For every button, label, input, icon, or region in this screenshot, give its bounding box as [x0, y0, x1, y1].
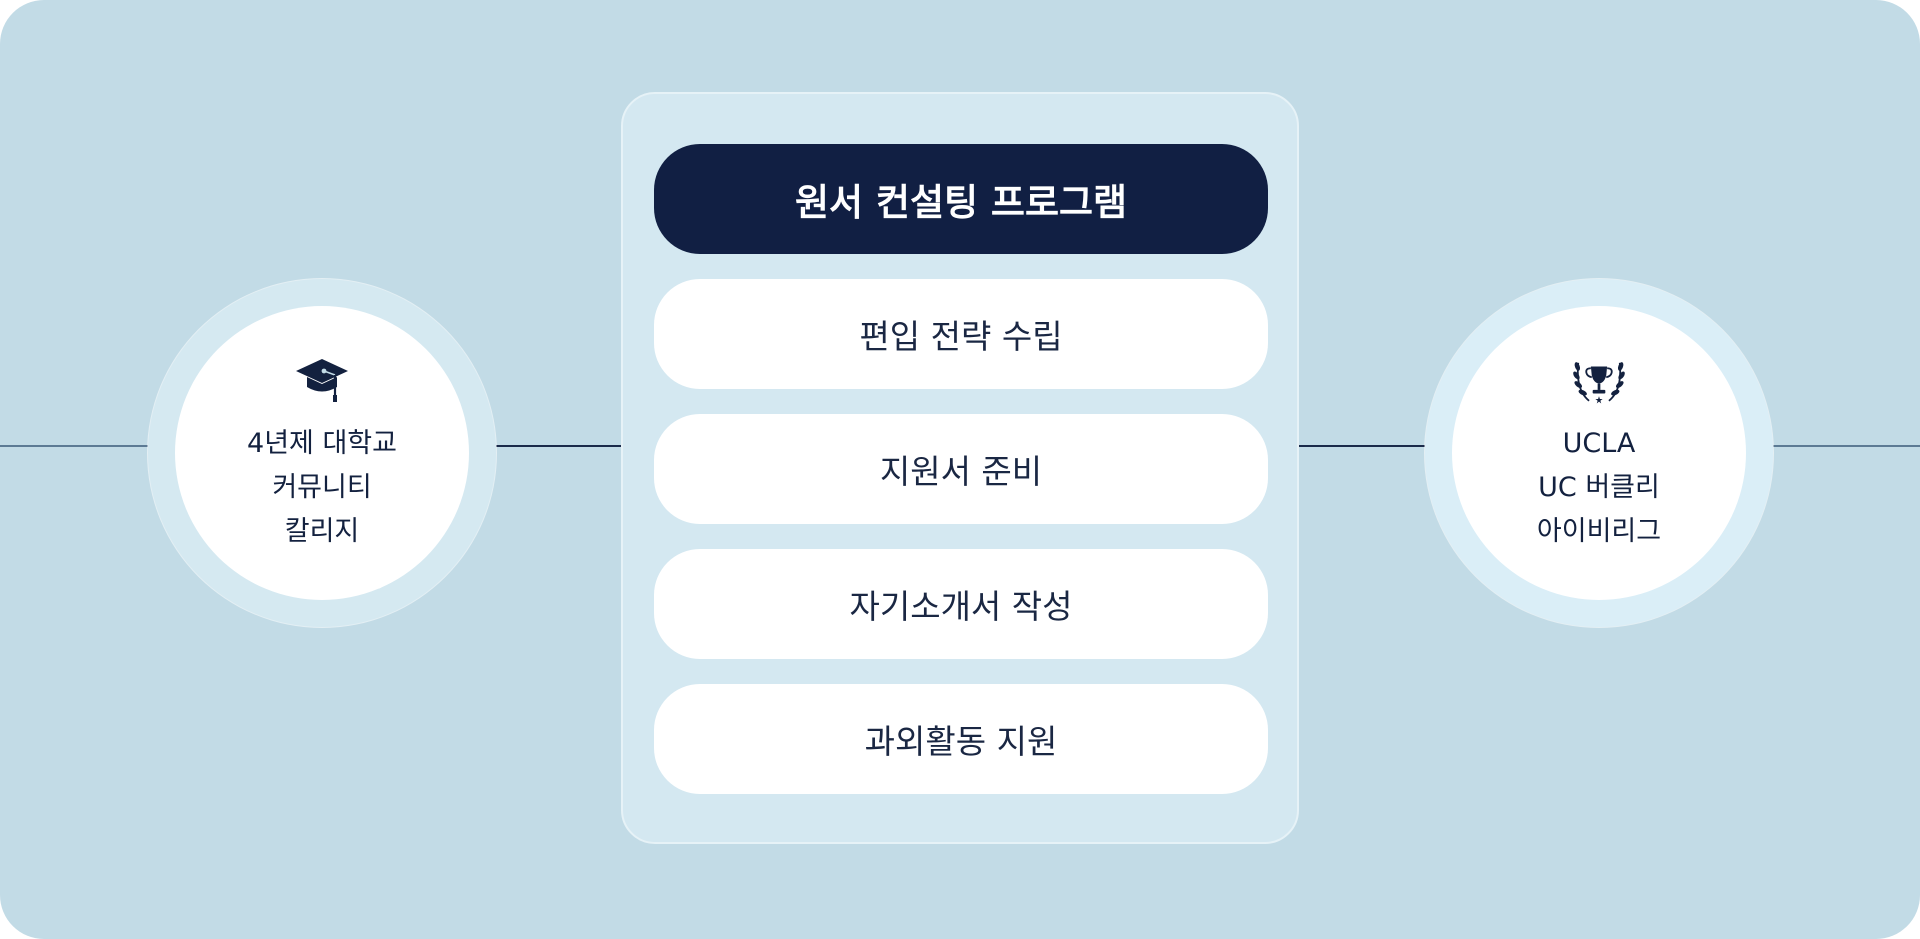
connector-line-left-inner — [496, 445, 621, 447]
target-label-1: UCLA — [1562, 428, 1636, 459]
program-title: 원서 컨설팅 프로그램 — [794, 181, 1128, 224]
trophy-laurel-icon — [1571, 352, 1627, 408]
program-step-4-label: 과외활동 지원 — [864, 722, 1058, 761]
source-node-labels: 4년제 대학교 커뮤니티 칼리지 — [247, 422, 397, 554]
connector-line-left-outer — [0, 445, 148, 447]
program-panel: 원서 컨설팅 프로그램 편입 전략 수립 지원서 준비 자기소개서 작성 과외활… — [621, 92, 1299, 844]
target-label-2: UC 버클리 — [1538, 472, 1660, 503]
program-step-1: 편입 전략 수립 — [654, 279, 1268, 389]
program-step-4: 과외활동 지원 — [654, 684, 1268, 794]
connector-line-right-inner — [1299, 445, 1425, 447]
program-step-2-label: 지원서 준비 — [879, 452, 1043, 491]
source-label-2: 커뮤니티 — [272, 472, 372, 503]
program-step-3: 자기소개서 작성 — [654, 549, 1268, 659]
program-step-2: 지원서 준비 — [654, 414, 1268, 524]
program-step-1-label: 편입 전략 수립 — [859, 317, 1063, 356]
target-node-inner: UCLA UC 버클리 아이비리그 — [1452, 306, 1746, 600]
source-node: 4년제 대학교 커뮤니티 칼리지 — [148, 279, 496, 627]
graduation-cap-icon — [294, 352, 350, 408]
source-label-3: 칼리지 — [284, 516, 360, 547]
source-node-inner: 4년제 대학교 커뮤니티 칼리지 — [175, 306, 469, 600]
target-node-labels: UCLA UC 버클리 아이비리그 — [1537, 422, 1661, 554]
connector-line-right-outer — [1773, 445, 1920, 447]
target-node: UCLA UC 버클리 아이비리그 — [1425, 279, 1773, 627]
target-label-3: 아이비리그 — [1536, 516, 1662, 547]
program-step-3-label: 자기소개서 작성 — [849, 587, 1073, 626]
source-label-1: 4년제 대학교 — [247, 428, 397, 459]
program-title-pill: 원서 컨설팅 프로그램 — [654, 144, 1268, 254]
